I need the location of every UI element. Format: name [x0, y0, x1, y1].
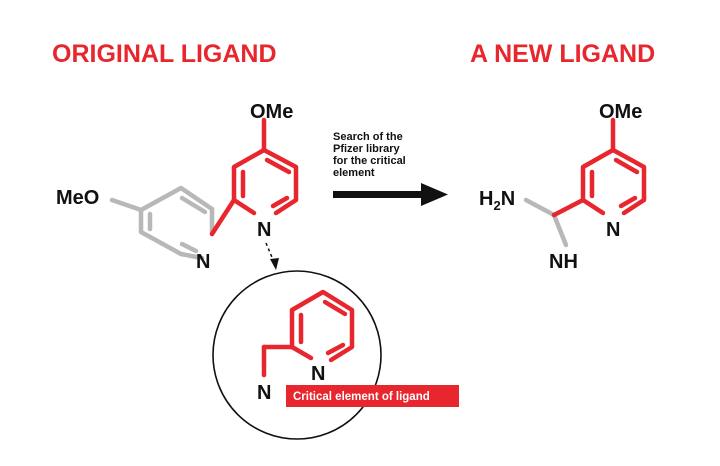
- critical-element-callout: N N Critical element of ligand: [212, 270, 459, 440]
- new-ring-bonds: [580, 147, 647, 216]
- new-nh-bond: [551, 212, 569, 248]
- critical-ring-n-label: N: [311, 363, 325, 385]
- gray-ring-double-2: [179, 195, 208, 215]
- search-note-line-1: Search of the: [333, 131, 403, 143]
- new-c-ring-bond: [551, 197, 586, 218]
- red-ring-double-3: [270, 195, 290, 209]
- new-ring-bond-n: [580, 197, 606, 216]
- gray-ring-bond-n: [178, 251, 205, 261]
- original-ligand-structure: OMe MeO N N: [56, 101, 299, 273]
- original-ligand-title: ORIGINAL LIGAND: [52, 40, 277, 68]
- critical-element-badge: [286, 385, 459, 407]
- red-ring-double-2: [264, 157, 292, 175]
- new-h2n-label: H2N: [479, 188, 515, 213]
- ome-label: OMe: [250, 101, 293, 123]
- biaryl-bond: [209, 197, 237, 237]
- search-note-line-4: element: [333, 167, 375, 179]
- magnify-arrow-head: [270, 258, 279, 270]
- search-arrow-head: [421, 183, 448, 206]
- new-ring-double-2: [613, 157, 640, 175]
- red-ring-bonds: [231, 147, 299, 216]
- new-ligand-title: A NEW LIGAND: [470, 40, 655, 68]
- new-nh-label: NH: [549, 251, 578, 273]
- new-ring-n-label: N: [606, 219, 620, 241]
- critical-amine-n-label: N: [257, 382, 271, 404]
- new-ligand-structure: OMe H2N NH N: [479, 101, 647, 273]
- new-h2n-bond: [523, 197, 557, 218]
- red-ring-n-label: N: [257, 219, 271, 241]
- magnifier-circle: [212, 270, 382, 440]
- search-note: Search of the Pfizer library for the cri…: [333, 131, 406, 179]
- search-note-line-3: for the critical: [333, 155, 406, 167]
- critical-ring-bond-n: [289, 344, 314, 361]
- gray-ring-n-label: N: [196, 251, 210, 273]
- critical-element-label: Critical element of ligand: [293, 391, 430, 403]
- gray-ring-double-3: [179, 241, 199, 254]
- new-ring-double-3: [618, 195, 638, 209]
- critical-ring-bonds: [289, 289, 355, 363]
- new-ome-label: OMe: [599, 101, 642, 123]
- gray-meo-bond: [109, 197, 144, 213]
- search-arrow: [333, 183, 448, 206]
- critical-ring-double-2: [322, 299, 348, 317]
- magnify-arrow: [265, 242, 279, 270]
- critical-ring-double-3: [325, 342, 346, 356]
- red-ring-bond-n: [231, 197, 257, 216]
- search-arrow-shaft: [333, 191, 423, 198]
- search-note-line-2: Pfizer library: [333, 143, 401, 155]
- meo-label: MeO: [56, 187, 99, 209]
